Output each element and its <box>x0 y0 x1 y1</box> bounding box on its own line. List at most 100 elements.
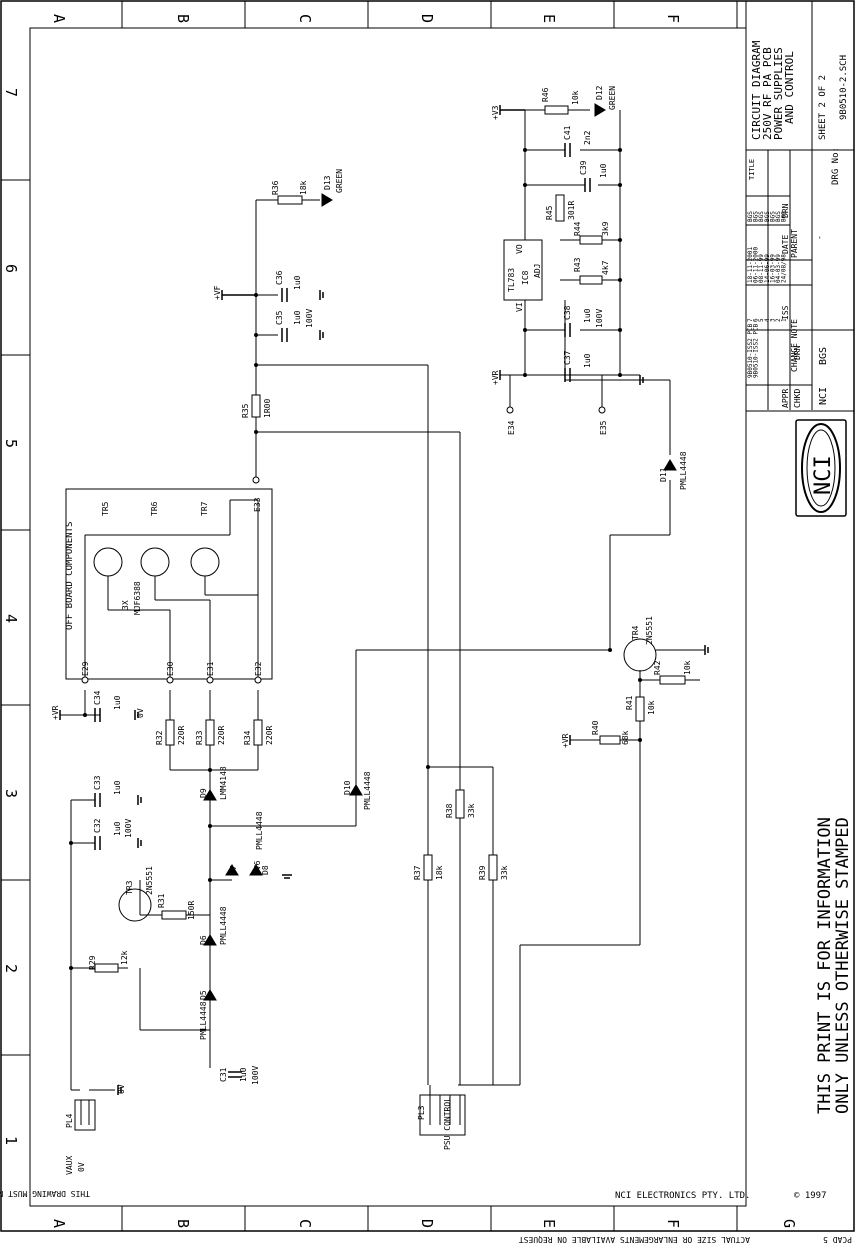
label-r38-val: 33k <box>467 803 476 818</box>
resistor-r36 <box>277 195 303 205</box>
label-c39: C39 <box>579 160 588 175</box>
terminals <box>81 406 606 684</box>
label-tr4: TR4 <box>631 625 640 640</box>
hdr-dash: - <box>815 235 824 240</box>
diode-d9 <box>203 789 217 801</box>
label-r38: R38 <box>445 803 454 818</box>
label-d10: D10 <box>343 780 352 795</box>
resistor-r35 <box>251 394 261 418</box>
rev-iss-4: 4 <box>764 318 771 322</box>
label-d7-val: 5V6 <box>253 860 262 875</box>
label-r31: R31 <box>157 893 166 908</box>
zone-row-b-bottom: B <box>174 1219 192 1228</box>
label-vr-r40: +VR <box>561 733 570 748</box>
rev-iss-2: 2 <box>775 318 782 322</box>
label-0v-c34: 0V <box>136 708 145 718</box>
label-r40-val: 68k <box>621 730 630 745</box>
label-r42: R42 <box>653 660 662 675</box>
regulator-ic8 <box>503 239 543 301</box>
label-r33-val: 220R <box>217 726 226 745</box>
rev-drn-3: BGS <box>769 211 776 222</box>
resistor-r29 <box>94 963 119 973</box>
label-d6: D6 <box>199 935 208 945</box>
label-d11: D11 <box>659 467 668 482</box>
label-r44: R44 <box>573 221 582 236</box>
capacitors <box>94 143 591 1078</box>
terminal-e34 <box>506 406 514 414</box>
zone-col-3: 3 <box>2 789 20 798</box>
hdr-bgs: BGS <box>818 347 829 365</box>
label-c32: C32 <box>93 818 102 833</box>
label-e32: E32 <box>254 661 263 676</box>
label-vf: +VF <box>213 285 222 300</box>
label-qty: 3X <box>121 600 130 610</box>
label-0v-pl4: 0V <box>117 1084 126 1094</box>
terminal-e30 <box>166 676 174 684</box>
label-r42-val: 10k <box>683 660 692 675</box>
rev-note-7: 9B0510-ISS2 PCB <box>747 323 754 378</box>
label-d11-val: PMLL4448 <box>679 451 688 490</box>
label-r45: R45 <box>545 205 554 220</box>
label-r39: R39 <box>478 865 487 880</box>
zone-row-c-bottom: C <box>296 1219 314 1228</box>
transistor-tr4 <box>623 638 657 672</box>
title-label: TITLE <box>748 159 756 180</box>
hdr-nci: NCI <box>818 387 829 405</box>
zone-col-1: 1 <box>2 1136 20 1145</box>
label-r29: R29 <box>88 955 97 970</box>
label-c34-val: 1u0 <box>113 695 122 710</box>
logo-text: NCI <box>811 455 836 495</box>
zone-col-2: 2 <box>2 964 20 973</box>
label-c33: C33 <box>93 775 102 790</box>
zone-row-e-top: E <box>540 14 558 23</box>
resistor-r44 <box>579 235 603 245</box>
label-tr6: TR6 <box>150 501 159 516</box>
transistor-tr3 <box>118 888 152 922</box>
label-ic8: IC8 <box>521 270 530 285</box>
label-r39-val: 33k <box>500 865 509 880</box>
label-c37: C37 <box>563 350 572 365</box>
footer-cad: PCAD 5 <box>823 1235 852 1244</box>
resistors <box>94 105 686 973</box>
connector-pl4 <box>74 1089 115 1131</box>
zone-letters-bottom <box>121 1206 738 1231</box>
label-r32-val: 220R <box>177 726 186 745</box>
diode-d8 <box>249 864 263 876</box>
revision-table: 9B0510-ISS2 PCB718-11-2001BGS9B0510-ISS2… <box>747 211 788 378</box>
rev-iss-6: 6 <box>753 318 760 322</box>
resistor-r42 <box>659 675 686 685</box>
label-adj: ADJ <box>533 264 542 278</box>
label-c38: C38 <box>563 305 572 320</box>
label-c38-val: 1u0 <box>583 308 592 323</box>
resistor-r46 <box>544 105 569 115</box>
stamp-line-2: ONLY UNLESS OTHERWISE STAMPED <box>833 817 853 1114</box>
resistor-r40 <box>599 735 621 745</box>
label-d9: D9 <box>199 788 208 798</box>
label-d5-val: PMLL4448 <box>199 1001 208 1040</box>
footer-company: NCI ELECTRONICS PTY. LTD. <box>615 1191 750 1201</box>
zone-row-g-bottom: G <box>780 1219 798 1228</box>
resistor-r32 <box>165 719 175 746</box>
label-d9-val: LMM4148 <box>219 766 228 800</box>
diode-d5 <box>203 989 217 1001</box>
label-r45-val: 301R <box>567 201 576 220</box>
rev-iss-1: 1 <box>781 318 788 322</box>
label-c41-val: 2n2 <box>583 130 592 145</box>
sheet-number: SHEET 2 OF 2 <box>818 75 828 140</box>
label-r41-val: 10k <box>647 700 656 715</box>
label-r41: R41 <box>625 695 634 710</box>
drg-number: 9B0510-2.SCH <box>839 55 849 120</box>
label-r31-val: 150R <box>187 901 196 920</box>
zone-row-a-top: A <box>50 14 68 23</box>
zone-numbers-left <box>1 179 30 1056</box>
label-d12-val: GREEN <box>608 86 617 110</box>
zone-row-a-bottom: A <box>50 1219 68 1228</box>
rev-iss-3: 3 <box>769 318 776 322</box>
label-d5: D5 <box>199 990 208 1000</box>
label-d13-val: GREEN <box>335 169 344 193</box>
label-d12: D12 <box>595 85 604 100</box>
label-e30: E30 <box>166 661 175 676</box>
label-r35-val: 1R00 <box>263 399 272 418</box>
rev-drn-1: BGS <box>781 211 788 222</box>
